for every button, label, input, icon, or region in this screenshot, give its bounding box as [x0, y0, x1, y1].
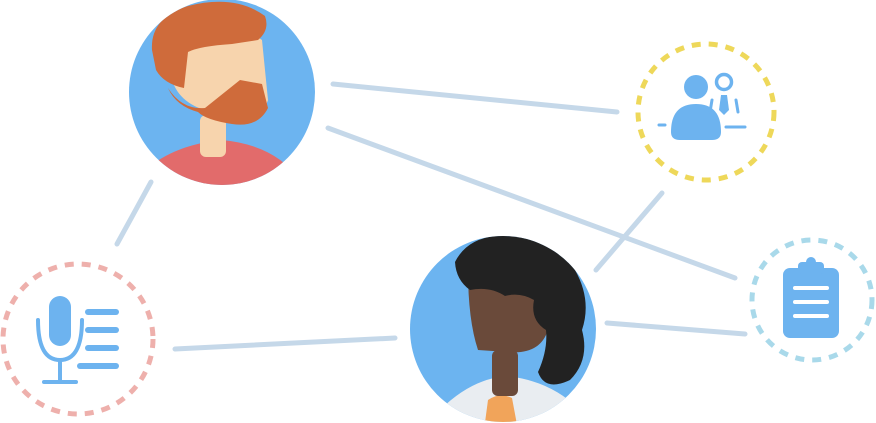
connector-woman-to-microphone	[172, 335, 398, 352]
clipboard-icon[interactable]	[749, 237, 875, 363]
connector-man-to-clipboard	[325, 125, 738, 281]
bearded-man-avatar-icon[interactable]	[129, 0, 315, 200]
microphone-transcript-icon[interactable]	[0, 261, 156, 417]
curly-hair-woman-avatar-icon[interactable]	[410, 236, 596, 423]
connector-man-to-microphone	[114, 179, 154, 247]
users-assign-icon[interactable]	[635, 41, 777, 183]
connector-man-to-role	[330, 81, 620, 115]
connector-woman-to-clipboard	[604, 320, 748, 337]
connector-lines	[114, 81, 748, 352]
connector-woman-to-role	[593, 190, 665, 273]
